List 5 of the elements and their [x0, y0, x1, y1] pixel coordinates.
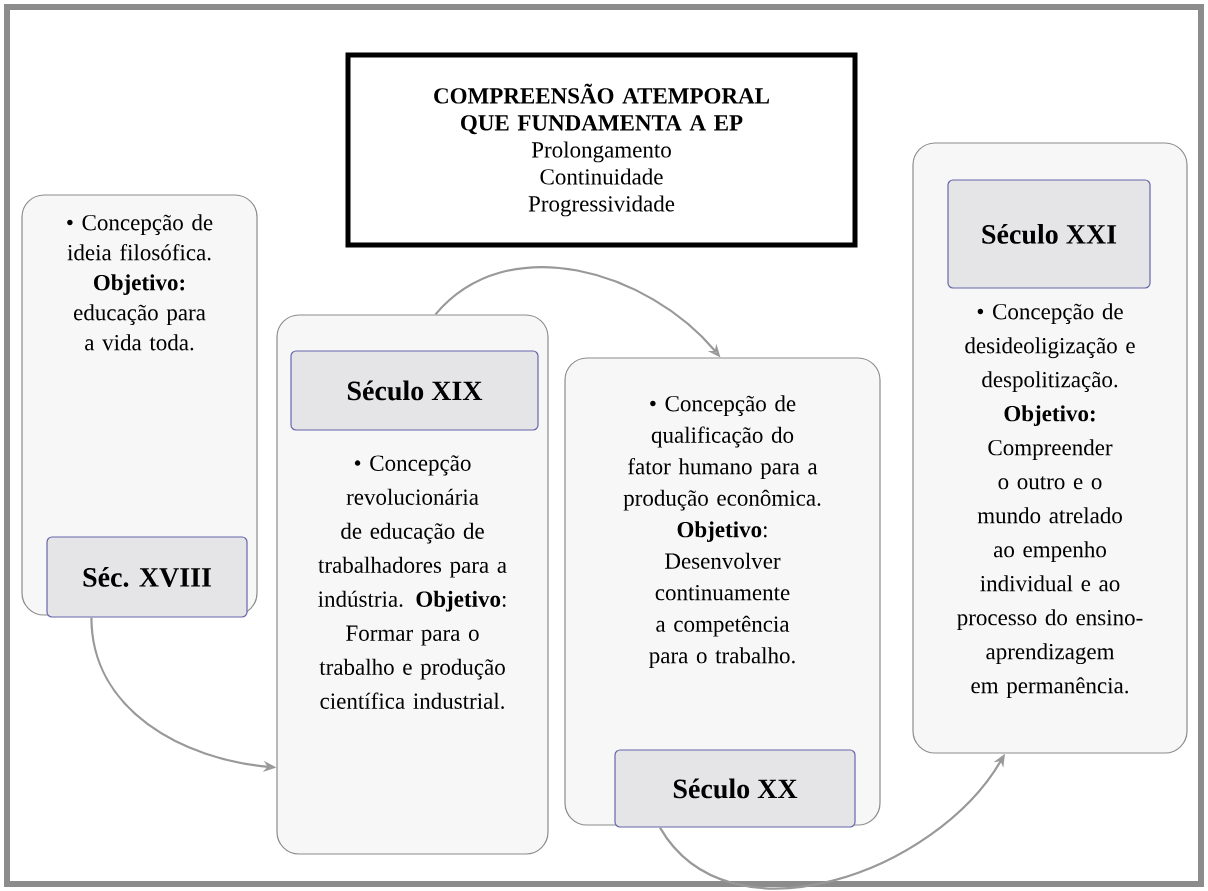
header-box: Século XX [614, 749, 856, 828]
header-box: Século XIX [290, 350, 539, 431]
header-box: Século XXI [947, 179, 1151, 289]
header-box: Séc. XVIII [46, 536, 248, 618]
title-box: COMPREENSÃO ATEMPORAL QUE FUNDAMENTA A EP Prolongamento Continuidade Progressividade [345, 52, 858, 248]
